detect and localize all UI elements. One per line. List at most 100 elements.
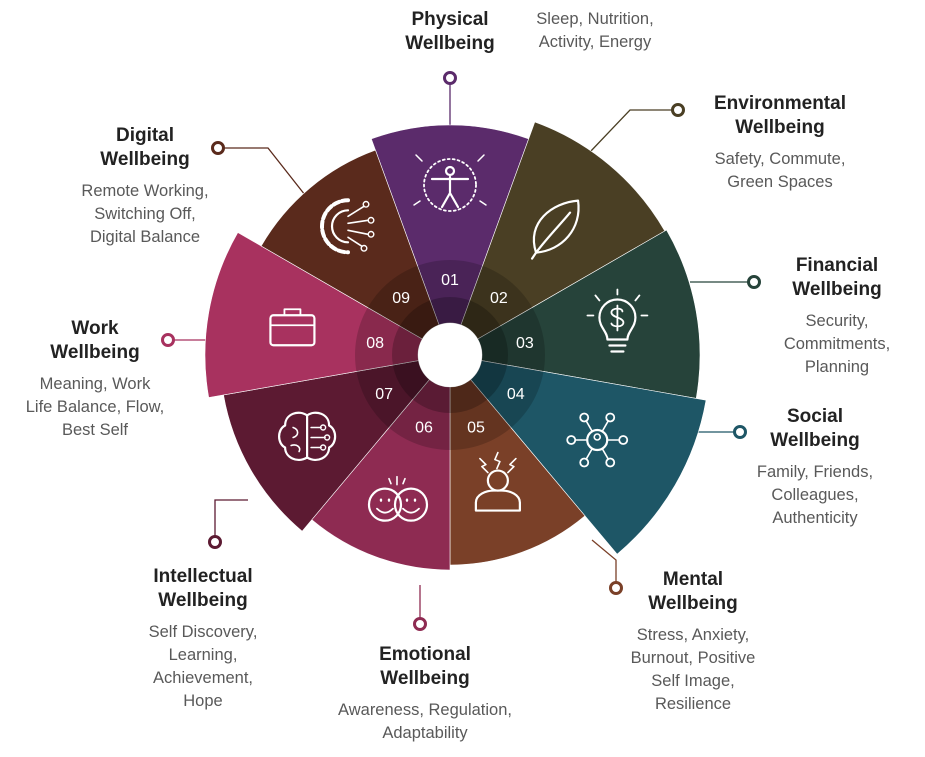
segment-title-line: Environmental — [714, 93, 846, 114]
segment-description-line: Digital Balance — [89, 228, 201, 246]
segment-number: 03 — [516, 335, 534, 352]
brain-circuit-icon — [278, 411, 337, 461]
segment-number: 05 — [467, 419, 485, 436]
segment-description-line: Planning — [804, 358, 870, 376]
segment-title-line: Digital — [115, 125, 175, 146]
segment-description: Sleep, Nutrition, Activity, Energy — [520, 8, 670, 54]
segment-description-line: Security, — [805, 312, 869, 330]
segment-description-line: Achievement, — [153, 669, 253, 687]
segment-number: 09 — [392, 290, 410, 307]
segment-description-line: Activity, Energy — [538, 33, 652, 51]
segment-number: 07 — [375, 386, 393, 403]
segment-description-line: Self Image, — [651, 672, 735, 690]
leader-line — [220, 147, 306, 196]
segment-description-line: Authenticity — [772, 509, 858, 527]
leader-lines — [161, 71, 761, 631]
network-people-icon — [566, 412, 629, 468]
segment-description-line: Safety, Commute, — [714, 150, 846, 168]
segment-number: 01 — [441, 272, 459, 289]
segment-number: 04 — [507, 386, 525, 403]
segment-description: Awareness, Regulation, Adaptability — [320, 699, 530, 745]
segment-description-line: Colleagues, — [771, 486, 859, 504]
segment-description: Security, Commitments, Planning — [752, 310, 922, 379]
lightbulb-dollar-icon — [586, 288, 649, 353]
leader-dot — [671, 103, 685, 117]
segment-title-line: Wellbeing — [770, 430, 860, 451]
leader-dot — [443, 71, 457, 85]
segment-description: Remote Working, Switching Off, Digital Bal… — [60, 180, 230, 249]
segment-title-line: Emotional — [379, 644, 471, 665]
leader-dot — [733, 425, 747, 439]
segment-title-line: Wellbeing — [405, 33, 495, 54]
segment-title-line: Wellbeing — [50, 342, 140, 363]
center-rings — [355, 260, 545, 450]
segment-description-line: Sleep, Nutrition, — [536, 10, 654, 28]
segment-title-line: Wellbeing — [380, 668, 470, 689]
segment-title-line: Wellbeing — [735, 117, 825, 138]
segment-title-line: Wellbeing — [158, 590, 248, 611]
segment-title-line: Wellbeing — [792, 279, 882, 300]
leader-dot — [747, 275, 761, 289]
segment-description-line: Meaning, Work — [39, 375, 151, 393]
segment-numbers: 01 02 03 04 05 06 07 08 09 — [366, 272, 534, 436]
segment-title-line: Financial — [795, 255, 879, 276]
segment-description-line: Awareness, Regulation, — [338, 701, 512, 719]
segment-description-line: Resilience — [654, 695, 732, 713]
leader-dot — [413, 617, 427, 631]
two-faces-icon — [367, 475, 429, 522]
segment-description: Family, Friends, Colleagues, Authenticity — [740, 461, 890, 530]
segment-number: 08 — [366, 335, 384, 352]
leader-line — [591, 539, 617, 585]
stressed-person-icon — [474, 451, 521, 512]
leader-line — [214, 499, 248, 540]
leader-dot — [609, 581, 623, 595]
segment-description-line: Family, Friends, — [756, 463, 874, 481]
segment-title-line: Physical — [411, 9, 489, 30]
segment-title-line: Intellectual — [153, 566, 253, 587]
wheel-slices — [204, 121, 707, 571]
digital-gear-icon — [320, 198, 375, 255]
segment-title-line: Mental — [662, 569, 724, 590]
segment-description: Safety, Commute, Green Spaces — [690, 148, 870, 194]
leader-dot — [211, 141, 225, 155]
segment-description-line: Remote Working, — [81, 182, 209, 200]
segment-title-line: Wellbeing — [648, 593, 738, 614]
segment-title-line: Wellbeing — [100, 149, 190, 170]
wheel-slice — [260, 149, 440, 340]
segment-description: Self Discovery,Learning,Achievement,Hope — [128, 621, 278, 713]
segment-description-line: Commitments, — [783, 335, 891, 353]
leader-line — [589, 109, 676, 153]
segment-icons — [269, 154, 649, 522]
segment-description-line: Self Discovery, — [148, 623, 258, 641]
segment-number: 02 — [490, 290, 508, 307]
segment-description-line: Adaptability — [382, 724, 468, 742]
segment-number: 06 — [415, 419, 433, 436]
leader-dot — [161, 333, 175, 347]
segment-description-line: Green Spaces — [727, 173, 833, 191]
segment-description-line: Switching Off, — [94, 205, 196, 223]
segment-description-line: Life Balance, Flow, — [25, 398, 165, 416]
segment-description-line: Burnout, Positive — [630, 649, 756, 667]
segment-description-line: Best Self — [61, 421, 129, 439]
vitruvian-figure-icon — [413, 154, 487, 212]
segment-description-line: Learning, — [168, 646, 238, 664]
